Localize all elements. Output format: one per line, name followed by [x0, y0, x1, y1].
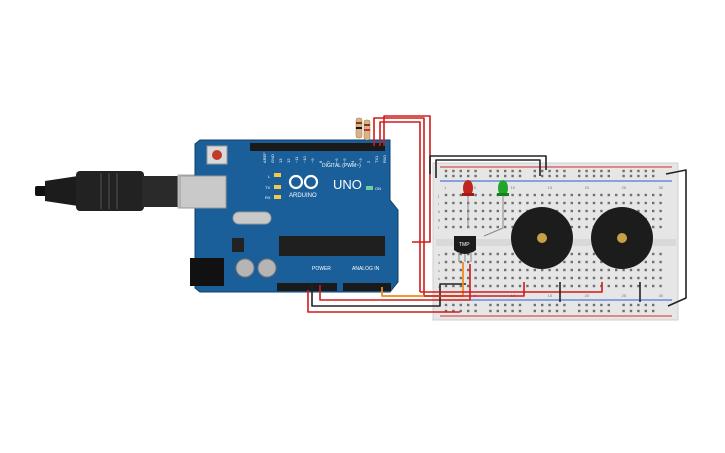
- pin-label: 7: [326, 160, 331, 163]
- column-number: 15: [548, 293, 553, 298]
- row-label: c: [438, 268, 440, 273]
- column-number: 30: [659, 293, 664, 298]
- analog-header-label: ANALOG IN: [352, 266, 380, 272]
- buzzer-1[interactable]: [511, 207, 573, 269]
- led-red[interactable]: [462, 180, 474, 196]
- led-tx-indicator: [274, 185, 281, 189]
- power-header-label: POWER: [312, 266, 331, 272]
- column-number: 30: [659, 185, 664, 190]
- wire-black-power[interactable]: [311, 283, 466, 307]
- pin-label: ~6: [334, 158, 339, 163]
- row-label: d: [438, 260, 440, 265]
- sensor-label: TMP: [459, 242, 470, 248]
- digital-header: [250, 143, 385, 151]
- column-number: 1: [444, 185, 447, 190]
- pin-label: 12: [286, 158, 291, 163]
- column-number: 5: [474, 185, 477, 190]
- pin-label: ~5: [342, 158, 347, 163]
- led-on-indicator: [366, 186, 373, 190]
- pin-label: ~11: [294, 156, 299, 163]
- wire-black-right[interactable]: [665, 169, 687, 307]
- resistors[interactable]: [355, 117, 371, 141]
- pin-label: 4: [350, 160, 355, 163]
- board-maker-text: ARDUINO: [289, 193, 317, 199]
- pin-label: 13: [278, 158, 283, 163]
- board-brand-text: UNO: [333, 177, 362, 192]
- row-label: j: [437, 193, 439, 198]
- wire-red-top-1[interactable]: [373, 117, 425, 296]
- pin-label: ~10: [302, 155, 307, 163]
- wire-red-top-3[interactable]: [383, 115, 431, 243]
- led-on-label: ON: [375, 186, 381, 191]
- wire-black-gnd-1[interactable]: [429, 155, 547, 174]
- digital-header-label: DIGITAL (PWM~): [322, 163, 361, 169]
- power-header: [277, 283, 337, 291]
- arduino-uno-board[interactable]: UNO ARDUINO DIGITAL (PWM~) POWER ANALOG …: [179, 139, 399, 293]
- pin-label: GND: [270, 154, 275, 163]
- led-rx-indicator: [274, 195, 281, 199]
- pin-label: AREF: [262, 152, 267, 163]
- row-label: h: [438, 209, 440, 214]
- row-label: i: [438, 201, 439, 206]
- wire-red-power[interactable]: [319, 264, 471, 301]
- led-l-indicator: [274, 173, 281, 177]
- arduino-logo: [288, 174, 319, 190]
- column-number: 20: [585, 293, 590, 298]
- pin-label: RX0: [382, 154, 387, 163]
- pin-label: ~9: [310, 158, 315, 163]
- led-rx-label: RX: [265, 195, 271, 200]
- wire-orange-analog[interactable]: [381, 262, 464, 297]
- column-number: 15: [548, 185, 553, 190]
- row-label: e: [438, 252, 441, 257]
- led-green[interactable]: [497, 180, 509, 196]
- analog-header: [343, 283, 391, 291]
- column-number: 25: [622, 185, 627, 190]
- pin-label: TX1: [374, 155, 379, 163]
- row-label: g: [438, 217, 440, 222]
- wire-red-buzzer1[interactable]: [424, 282, 525, 297]
- wire-led-leg-green[interactable]: [483, 196, 504, 237]
- column-number: 20: [585, 185, 590, 190]
- pin-label: 2: [366, 160, 371, 163]
- buzzer-2[interactable]: [591, 207, 653, 269]
- column-number: 10: [511, 185, 516, 190]
- led-l-label: L: [268, 174, 271, 179]
- wire-black-gnd-2[interactable]: [435, 159, 541, 178]
- atmega-chip: [279, 236, 385, 256]
- led-tx-label: TX: [265, 185, 270, 190]
- pin-label: ~3: [358, 158, 363, 163]
- wire-red-bottom[interactable]: [307, 290, 460, 313]
- row-label: f: [438, 225, 440, 230]
- wire-red-top-2[interactable]: [379, 121, 421, 292]
- column-number: 25: [622, 293, 627, 298]
- temperature-sensor[interactable]: TMP: [454, 236, 476, 262]
- wires[interactable]: [307, 115, 687, 313]
- wire-red-buzzer2[interactable]: [420, 282, 603, 293]
- pin-label: 8: [318, 160, 323, 163]
- row-label: b: [438, 276, 441, 281]
